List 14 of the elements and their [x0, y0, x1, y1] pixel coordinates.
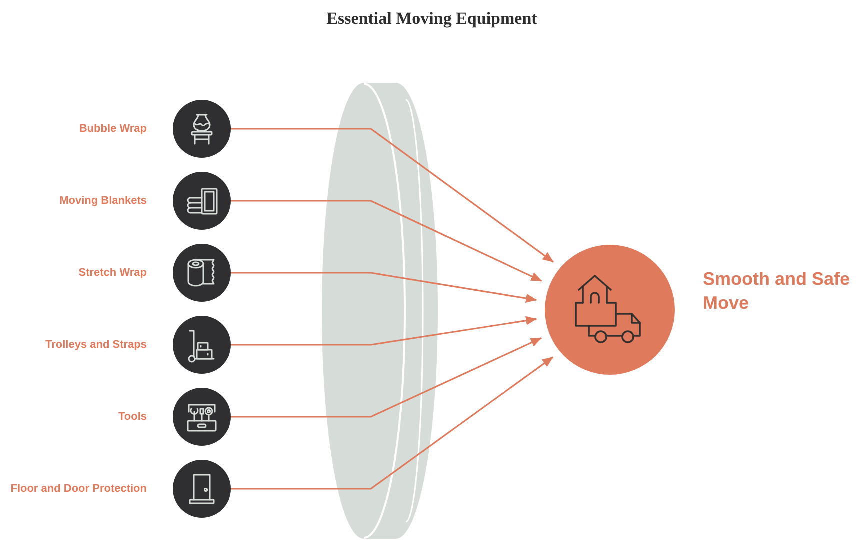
item-label: Stretch Wrap: [78, 266, 147, 280]
arrow: [231, 200, 542, 282]
arrow: [231, 128, 554, 263]
arrow: [231, 272, 538, 303]
arrow: [231, 337, 542, 418]
arrow: [231, 356, 554, 490]
item-label: Tools: [118, 410, 147, 424]
item-label: Moving Blankets: [60, 194, 147, 208]
target-label: Smooth and Safe Move: [703, 268, 852, 315]
item-label: Floor and Door Protection: [10, 482, 147, 496]
arrow: [231, 316, 538, 346]
item-label: Bubble Wrap: [79, 122, 147, 136]
item-label: Trolleys and Straps: [46, 338, 147, 352]
diagram-title: Essential Moving Equipment: [326, 8, 538, 30]
